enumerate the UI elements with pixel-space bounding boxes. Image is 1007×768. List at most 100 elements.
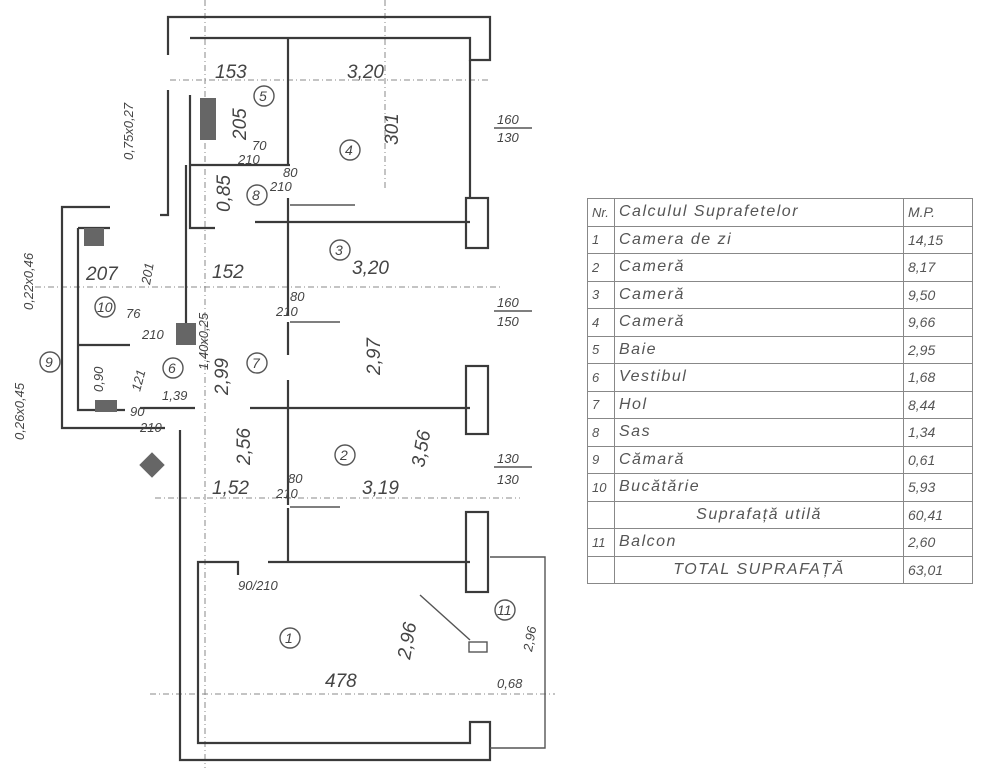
row-area: 9,66	[903, 308, 973, 337]
chimney-hatch	[200, 98, 216, 140]
door-label: 80	[288, 471, 303, 486]
dim-label: 130	[497, 472, 519, 487]
dim-label: 1,52	[212, 478, 249, 499]
dim-label: 301	[382, 113, 403, 145]
row-name: Vestibul	[614, 363, 904, 392]
dim-label: 160	[497, 112, 519, 127]
dim-label: 150	[497, 314, 519, 329]
north-marker	[139, 452, 165, 478]
dim-label: 130	[497, 130, 519, 145]
row-area: 60,41	[903, 500, 973, 529]
dim-label: 3,19	[362, 478, 399, 499]
row-area: 9,50	[903, 280, 973, 309]
row-nr: 11	[587, 528, 615, 557]
dim-label: 0,85	[214, 175, 235, 212]
dim-label: 201	[138, 262, 157, 287]
dim-label: 160	[497, 295, 519, 310]
row-name: Baie	[614, 335, 904, 364]
header-nr: Nr.	[587, 198, 615, 227]
room-number: 11	[497, 602, 512, 618]
door-label: 70	[252, 138, 267, 153]
row-nr: 8	[587, 418, 615, 447]
row-nr: 1	[587, 225, 615, 254]
dim-label: 152	[212, 262, 244, 283]
dim-label: 2,56	[234, 428, 255, 466]
dim-label: 2,96	[520, 624, 539, 653]
row-area: 8,17	[903, 253, 973, 282]
room-number: 7	[252, 355, 261, 371]
door-label: 210	[275, 304, 298, 319]
door-swing	[419, 594, 471, 641]
dim-label: 153	[215, 62, 247, 83]
door-label: 80	[283, 165, 298, 180]
row-name: Bucătărie	[614, 473, 904, 502]
row-area: 1,34	[903, 418, 973, 447]
chimney-hatch	[84, 228, 104, 246]
row-nr: 4	[587, 308, 615, 337]
door-label: 90	[130, 404, 145, 419]
dim-label: 2,99	[212, 358, 233, 396]
row-name: Cămară	[614, 445, 904, 474]
room-markers: 4 5 3 8 10 6 7 9 2 1 11	[39, 85, 516, 649]
row-nr: 5	[587, 335, 615, 364]
row-area: 14,15	[903, 225, 973, 254]
room-number: 4	[345, 142, 353, 158]
row-name: Cameră	[614, 308, 904, 337]
chimney-hatch	[176, 323, 196, 345]
row-area: 5,93	[903, 473, 973, 502]
dim-label: 478	[325, 671, 357, 692]
row-nr: 6	[587, 363, 615, 392]
window-label: 0,26x0,45	[12, 382, 27, 440]
door-label: 90/210	[238, 578, 279, 593]
door-label: 210	[141, 327, 164, 342]
walls	[60, 15, 546, 762]
dimension-labels: 153 3,20 205 301 0,85 160 130 207 201 15…	[85, 62, 539, 692]
chimney-hatch	[95, 400, 117, 412]
dim-label: 205	[230, 108, 251, 141]
row-nr: 10	[587, 473, 615, 502]
door-labels: 70 210 80 210 80 210 76 210 90 210 80 21…	[126, 138, 305, 593]
row-name: Cameră	[614, 253, 904, 282]
row-area: 0,61	[903, 445, 973, 474]
dim-label: 0,90	[91, 366, 106, 392]
row-name: Hol	[614, 390, 904, 419]
row-area: 8,44	[903, 390, 973, 419]
window-label: 0,22x0,46	[21, 252, 36, 310]
row-nr: 2	[587, 253, 615, 282]
room-number: 2	[339, 447, 348, 463]
row-area: 63,01	[903, 555, 973, 584]
dim-label: 0,68	[497, 676, 523, 691]
door-label: 210	[139, 420, 162, 435]
row-name: Suprafață utilă	[614, 500, 904, 529]
row-nr: 9	[587, 445, 615, 474]
dim-label: 1,39	[162, 388, 187, 403]
dim-label: 2,96	[394, 620, 421, 661]
dim-label: 3,20	[347, 62, 384, 83]
door-label: 210	[269, 179, 292, 194]
room-number: 10	[97, 299, 113, 315]
row-area: 2,60	[903, 528, 973, 557]
door-label: 80	[290, 289, 305, 304]
dim-label: 130	[497, 451, 519, 466]
row-name: Cameră	[614, 280, 904, 309]
window-label: 0,75x0,27	[121, 102, 136, 160]
room-number: 3	[335, 242, 343, 258]
table-header: Nr. Calculul Suprafetelor M.P.	[587, 198, 973, 227]
row-area: 1,68	[903, 363, 973, 392]
room-number: 5	[259, 88, 267, 104]
